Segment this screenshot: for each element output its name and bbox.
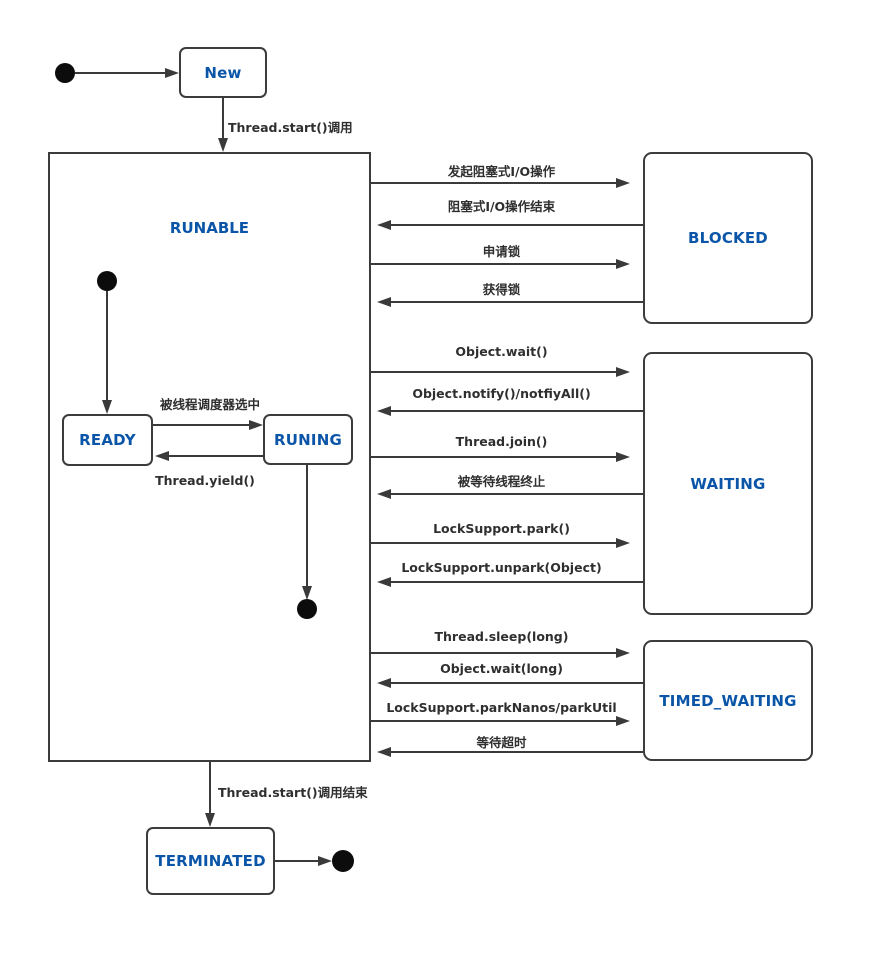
line-runing-to-ready <box>169 455 263 457</box>
line-lock-acquired <box>391 301 643 303</box>
arrowhead-runing-to-innerfinal <box>302 586 312 600</box>
transition-label-sleep: Thread.sleep(long) <box>434 629 569 644</box>
final-dot <box>332 850 354 872</box>
line-wait-timeout <box>391 751 643 753</box>
start-dot <box>55 63 75 83</box>
line-sleep <box>371 652 616 654</box>
arrowhead-lock-request <box>616 259 630 269</box>
arrowhead-waited-thread-end <box>377 489 391 499</box>
transition-label-lock-request: 申请锁 <box>482 244 521 259</box>
transition-label-yield: Thread.yield() <box>155 473 255 488</box>
state-blocked-label: BLOCKED <box>688 229 768 247</box>
state-ready: READY <box>62 414 153 466</box>
arrowhead-object-notify <box>377 406 391 416</box>
state-terminated: TERMINATED <box>146 827 275 895</box>
transition-label-thread-join: Thread.join() <box>455 434 548 449</box>
arrowhead-terminated-to-final <box>318 856 332 866</box>
transition-label-scheduler-select: 被线程调度器选中 <box>159 397 260 412</box>
transition-label-io-end: 阻塞式I/O操作结束 <box>447 199 556 214</box>
arrowhead-new-to-runable <box>218 138 228 152</box>
line-park <box>371 542 616 544</box>
arrowhead-ready-to-runing <box>249 420 263 430</box>
state-runing: RUNING <box>263 414 353 465</box>
transition-label-wait-timeout: 等待超时 <box>476 735 527 750</box>
line-start-to-new <box>75 72 167 74</box>
arrowhead-object-wait <box>616 367 630 377</box>
arrowhead-unpark <box>377 577 391 587</box>
line-io-end <box>391 224 643 226</box>
transition-label-wait-long: Object.wait(long) <box>440 661 563 676</box>
state-new-label: New <box>204 63 242 82</box>
state-waiting-label: WAITING <box>690 474 766 493</box>
state-waiting: WAITING <box>643 352 813 615</box>
transition-label-park: LockSupport.park() <box>433 521 570 536</box>
line-innerstart-to-ready <box>106 291 108 400</box>
transition-label-object-wait: Object.wait() <box>455 344 548 359</box>
arrowhead-io-end <box>377 220 391 230</box>
arrowhead-park <box>616 538 630 548</box>
arrowhead-park-nanos <box>616 716 630 726</box>
line-ready-to-runing <box>153 424 249 426</box>
arrowhead-lock-acquired <box>377 297 391 307</box>
state-runing-label: RUNING <box>274 430 342 449</box>
transition-label-object-notify: Object.notify()/notfiyAll() <box>412 386 591 401</box>
line-new-to-runable <box>222 98 224 138</box>
line-wait-long <box>391 682 643 684</box>
line-lock-request <box>371 263 616 265</box>
line-thread-join <box>371 456 616 458</box>
line-runing-to-innerfinal <box>306 465 308 586</box>
transition-label-start-end: Thread.start()调用结束 <box>218 785 368 800</box>
arrowhead-io-start <box>616 178 630 188</box>
arrowhead-start-to-new <box>165 68 179 78</box>
arrowhead-wait-timeout <box>377 747 391 757</box>
transition-label-start: Thread.start()调用 <box>228 120 353 135</box>
line-object-wait <box>371 371 616 373</box>
state-new: New <box>179 47 267 98</box>
line-unpark <box>391 581 643 583</box>
transition-label-unpark: LockSupport.unpark(Object) <box>401 560 602 575</box>
inner-start-dot <box>97 271 117 291</box>
transition-label-waited-thread-end: 被等待线程终止 <box>457 474 546 489</box>
line-object-notify <box>391 410 643 412</box>
arrowhead-wait-long <box>377 678 391 688</box>
arrowhead-runable-to-terminated <box>205 813 215 827</box>
arrowhead-runing-to-ready <box>155 451 169 461</box>
line-io-start <box>371 182 616 184</box>
state-terminated-label: TERMINATED <box>155 852 266 870</box>
state-runable-label: RUNABLE <box>169 219 250 237</box>
transition-label-lock-acquired: 获得锁 <box>482 282 521 297</box>
state-timed-waiting: TIMED_WAITING <box>643 640 813 761</box>
line-terminated-to-final <box>275 860 318 862</box>
arrowhead-sleep <box>616 648 630 658</box>
state-ready-label: READY <box>79 431 136 449</box>
line-park-nanos <box>371 720 616 722</box>
arrowhead-thread-join <box>616 452 630 462</box>
transition-label-park-nanos: LockSupport.parkNanos/parkUtil <box>386 700 617 715</box>
inner-final-dot <box>297 599 317 619</box>
line-waited-thread-end <box>391 493 643 495</box>
state-blocked: BLOCKED <box>643 152 813 324</box>
line-runable-to-terminated <box>209 762 211 813</box>
state-timed-waiting-label: TIMED_WAITING <box>659 691 797 710</box>
arrowhead-innerstart-to-ready <box>102 400 112 414</box>
transition-label-io-start: 发起阻塞式I/O操作 <box>447 164 556 179</box>
